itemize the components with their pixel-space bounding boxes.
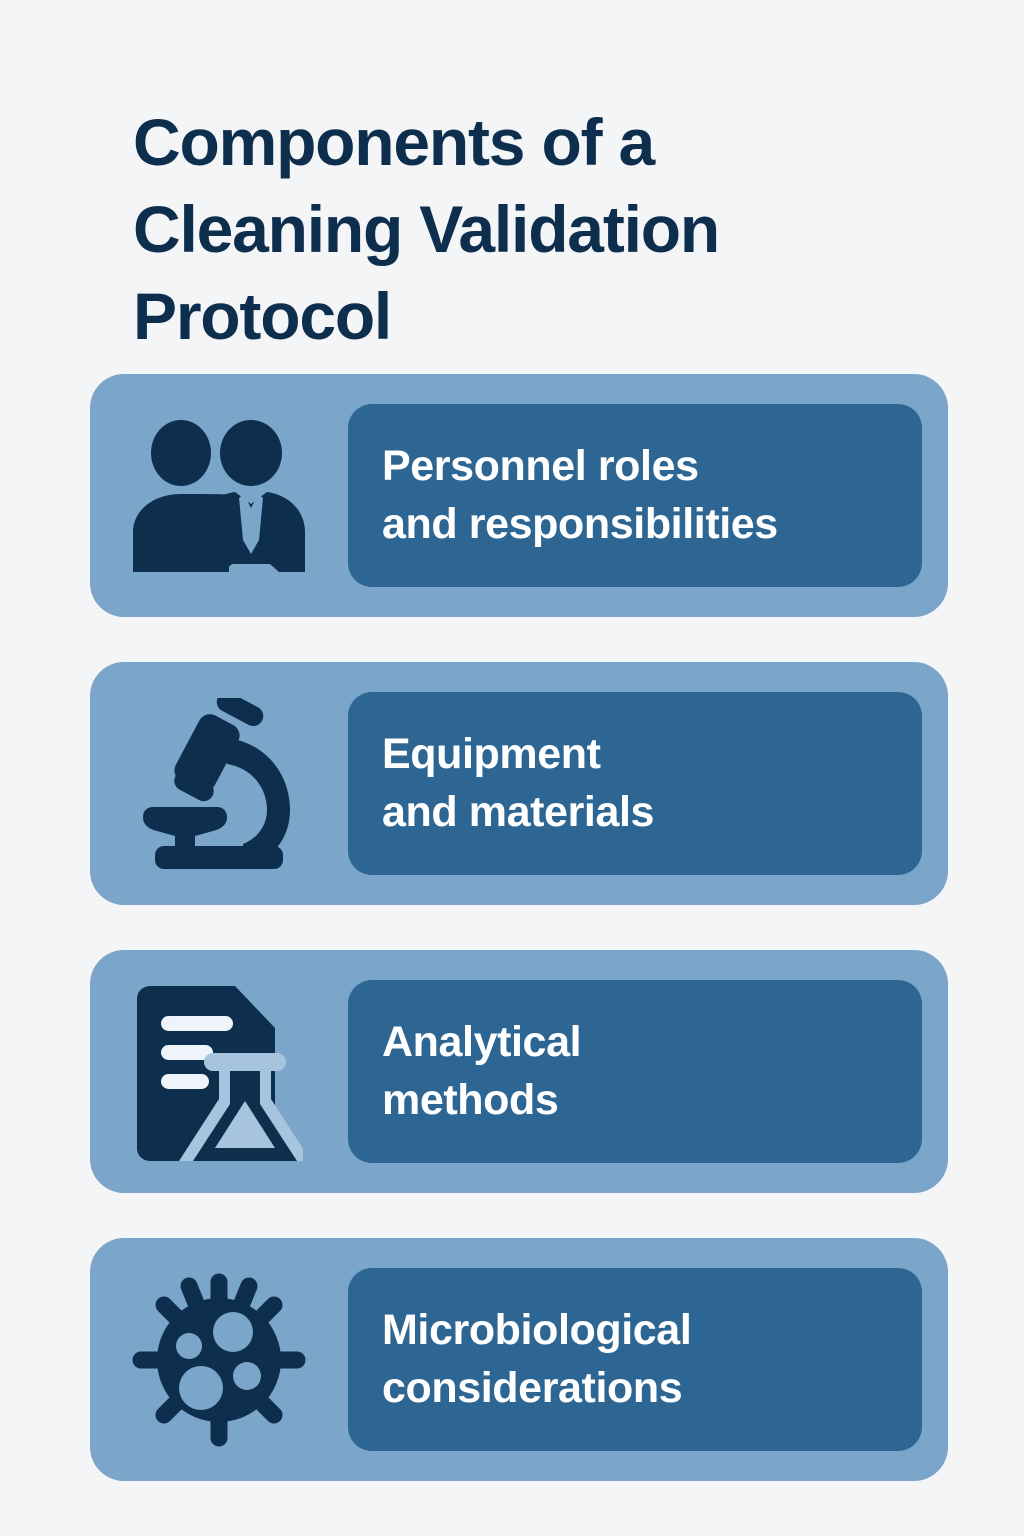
- document-flask-icon: [90, 950, 348, 1193]
- card-label: Analytical methods: [382, 1017, 582, 1124]
- card-label: Microbiological considerations: [382, 1305, 692, 1412]
- card-equipment-materials[interactable]: Equipment and materials: [90, 662, 948, 905]
- virus-icon: [90, 1238, 348, 1481]
- panel-equipment-materials: Equipment and materials: [348, 692, 922, 875]
- microscope-icon: [90, 662, 348, 905]
- panel-microbiological-considerations: Microbiological considerations: [348, 1268, 922, 1451]
- card-label: Equipment and materials: [382, 729, 655, 836]
- panel-analytical-methods: Analytical methods: [348, 980, 922, 1163]
- two-people-icon: [90, 374, 348, 617]
- card-label: Personnel roles and responsibilities: [382, 441, 778, 548]
- card-microbiological-considerations[interactable]: Microbiological considerations: [90, 1238, 948, 1481]
- panel-personnel-roles: Personnel roles and responsibilities: [348, 404, 922, 587]
- card-personnel-roles[interactable]: Personnel roles and responsibilities: [90, 374, 948, 617]
- component-card-list: Personnel roles and responsibilities: [90, 374, 948, 1481]
- card-analytical-methods[interactable]: Analytical methods: [90, 950, 948, 1193]
- page-title: Components of a Cleaning Validation Prot…: [133, 105, 720, 354]
